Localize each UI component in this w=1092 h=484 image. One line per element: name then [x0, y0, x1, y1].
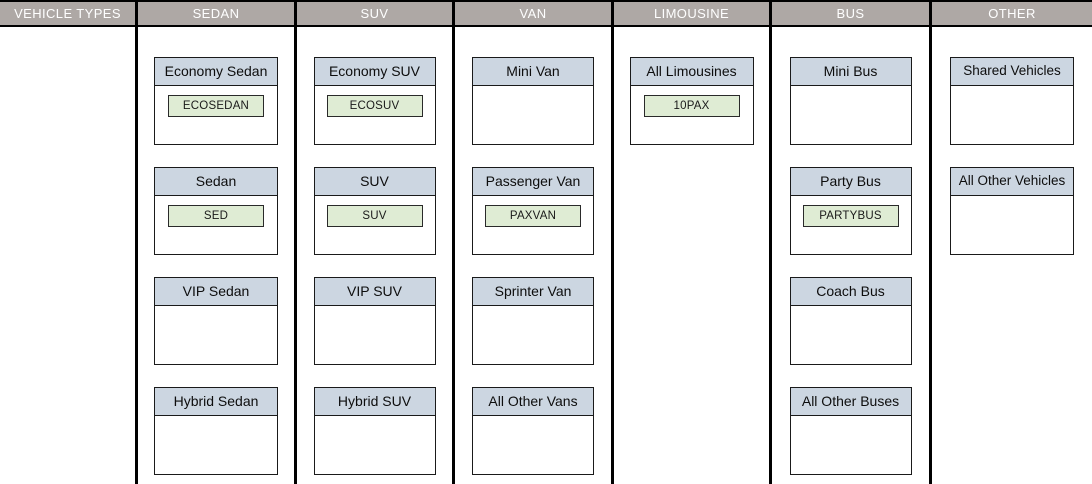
card-title: Shared Vehicles [951, 58, 1073, 86]
card-sedan[interactable]: Sedan SED [154, 167, 278, 255]
card-sprinter-van[interactable]: Sprinter Van [472, 277, 594, 365]
card-body [155, 306, 277, 364]
card-title: Party Bus [790, 168, 911, 196]
card-tag[interactable]: SUV [326, 205, 423, 227]
card-stack-limousine: All Limousines 10PAX [614, 57, 769, 145]
card-title: All Other Buses [790, 388, 911, 416]
card-vip-sedan[interactable]: VIP Sedan [154, 277, 278, 365]
card-mini-bus[interactable]: Mini Bus [789, 57, 912, 145]
card-title: All Other Vehicles [951, 168, 1073, 196]
column-header-van[interactable]: VAN [455, 2, 614, 25]
card-body [951, 86, 1073, 144]
column-other[interactable]: Shared Vehicles All Other Vehicles [932, 27, 1092, 484]
column-header-limousine[interactable]: LIMOUSINE [614, 2, 772, 25]
card-body [473, 86, 593, 144]
card-body [315, 416, 435, 474]
card-title: Sprinter Van [473, 278, 593, 306]
card-all-other-vehicles[interactable]: All Other Vehicles [950, 167, 1074, 255]
card-suv[interactable]: SUV SUV [313, 167, 436, 255]
column-bus[interactable]: Mini Bus Party Bus PARTYBUS Coach Bus Al… [772, 27, 932, 484]
card-tag[interactable]: SED [168, 205, 264, 227]
card-party-bus[interactable]: Party Bus PARTYBUS [789, 167, 912, 255]
card-title: Hybrid Sedan [155, 388, 277, 416]
card-title: Coach Bus [790, 278, 911, 306]
card-all-limousines[interactable]: All Limousines 10PAX [629, 57, 754, 145]
card-body: PAXVAN [473, 196, 593, 254]
card-vip-suv[interactable]: VIP SUV [313, 277, 436, 365]
card-all-other-buses[interactable]: All Other Buses [789, 387, 912, 475]
card-stack-van: Mini Van Passenger Van PAXVAN Sprinter V… [455, 57, 611, 475]
card-body [155, 416, 277, 474]
column-header-vehicle-types[interactable]: VEHICLE TYPES [0, 2, 138, 25]
card-title: All Other Vans [473, 388, 593, 416]
card-title: VIP SUV [314, 278, 435, 306]
card-mini-van[interactable]: Mini Van [472, 57, 594, 145]
column-header-sedan[interactable]: SEDAN [138, 2, 297, 25]
card-coach-bus[interactable]: Coach Bus [789, 277, 912, 365]
card-passenger-van[interactable]: Passenger Van PAXVAN [472, 167, 594, 255]
card-tag[interactable]: ECOSUV [326, 95, 423, 117]
card-body: ECOSEDAN [155, 86, 277, 144]
card-stack-other: Shared Vehicles All Other Vehicles [932, 57, 1092, 255]
card-all-other-vans[interactable]: All Other Vans [472, 387, 594, 475]
card-hybrid-suv[interactable]: Hybrid SUV [313, 387, 436, 475]
card-title: Economy Sedan [155, 58, 277, 86]
card-body [791, 306, 911, 364]
card-body: SUV [315, 196, 435, 254]
card-economy-sedan[interactable]: Economy Sedan ECOSEDAN [154, 57, 278, 145]
column-limousine[interactable]: All Limousines 10PAX [614, 27, 772, 484]
board-columns: Economy Sedan ECOSEDAN Sedan SED VIP Sed… [0, 27, 1092, 484]
card-body [791, 86, 911, 144]
card-stack-sedan: Economy Sedan ECOSEDAN Sedan SED VIP Sed… [138, 57, 294, 475]
card-body: SED [155, 196, 277, 254]
card-body [951, 196, 1073, 254]
card-body [473, 306, 593, 364]
card-body [791, 416, 911, 474]
column-sedan[interactable]: Economy Sedan ECOSEDAN Sedan SED VIP Sed… [138, 27, 297, 484]
card-title: All Limousines [630, 58, 753, 86]
column-van[interactable]: Mini Van Passenger Van PAXVAN Sprinter V… [455, 27, 614, 484]
card-title: Mini Van [473, 58, 593, 86]
card-stack-suv: Economy SUV ECOSUV SUV SUV VIP SUV Hy [297, 57, 452, 475]
card-economy-suv[interactable]: Economy SUV ECOSUV [313, 57, 436, 145]
column-suv[interactable]: Economy SUV ECOSUV SUV SUV VIP SUV Hy [297, 27, 455, 484]
card-title: Sedan [155, 168, 277, 196]
card-tag[interactable]: PAXVAN [485, 205, 581, 227]
card-body [315, 306, 435, 364]
card-title: Passenger Van [473, 168, 593, 196]
card-body: PARTYBUS [791, 196, 911, 254]
card-body [473, 416, 593, 474]
card-tag[interactable]: 10PAX [643, 95, 740, 117]
column-vehicle-types[interactable] [0, 27, 138, 484]
card-body: 10PAX [631, 86, 753, 144]
card-stack-bus: Mini Bus Party Bus PARTYBUS Coach Bus Al… [772, 57, 929, 475]
column-header-other[interactable]: OTHER [932, 2, 1092, 25]
card-title: VIP Sedan [155, 278, 277, 306]
card-shared-vehicles[interactable]: Shared Vehicles [950, 57, 1074, 145]
card-title: Hybrid SUV [314, 388, 435, 416]
card-hybrid-sedan[interactable]: Hybrid Sedan [154, 387, 278, 475]
card-title: Economy SUV [314, 58, 435, 86]
column-header-suv[interactable]: SUV [297, 2, 455, 25]
card-body: ECOSUV [315, 86, 435, 144]
card-title: SUV [314, 168, 435, 196]
card-tag[interactable]: ECOSEDAN [168, 95, 264, 117]
card-title: Mini Bus [790, 58, 911, 86]
board-header-row: VEHICLE TYPES SEDAN SUV VAN LIMOUSINE BU… [0, 0, 1092, 27]
card-tag[interactable]: PARTYBUS [802, 205, 899, 227]
column-header-bus[interactable]: BUS [772, 2, 932, 25]
